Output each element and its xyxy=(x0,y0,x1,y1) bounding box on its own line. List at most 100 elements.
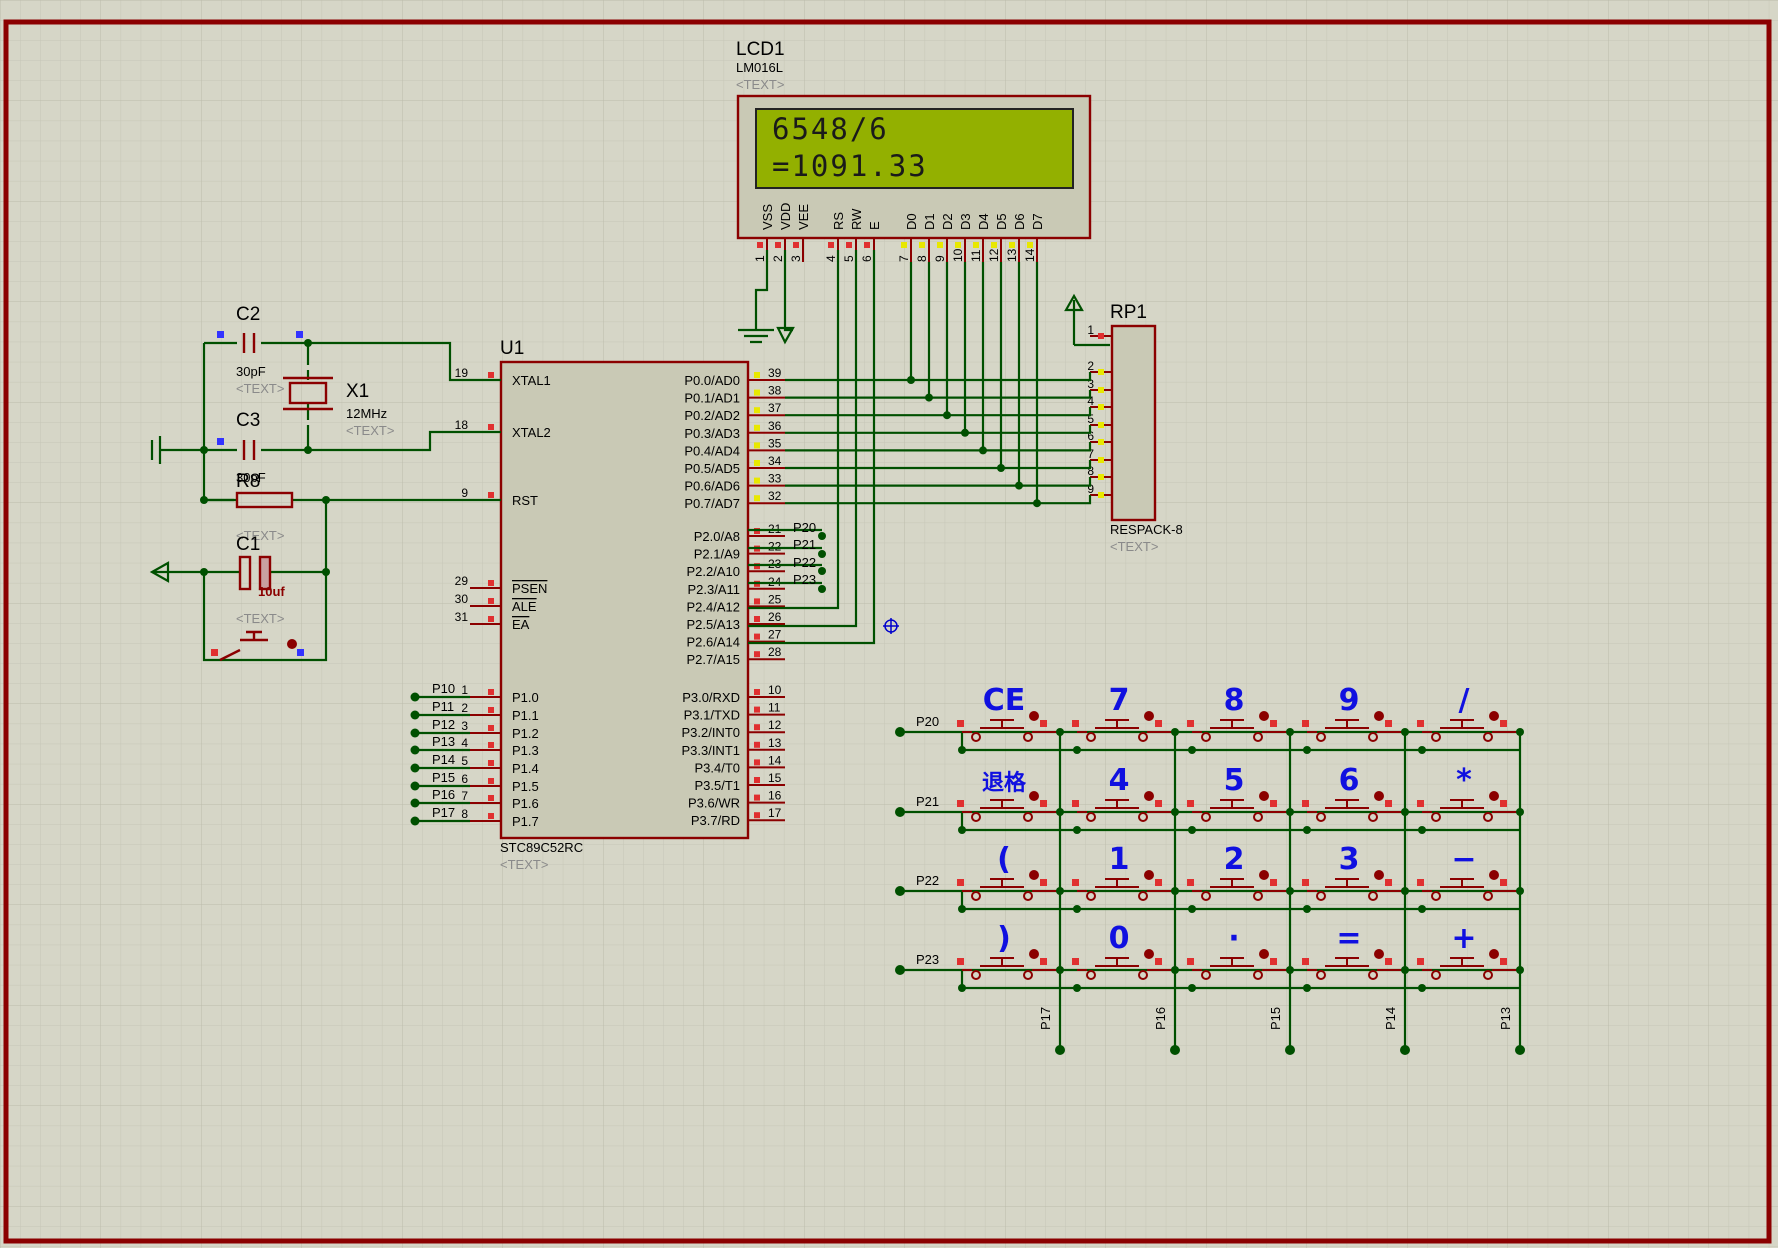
keypad-key[interactable]: 3 xyxy=(1302,842,1409,913)
keypad-key-label: 7 xyxy=(1109,683,1130,718)
mcu-pin-name: P1.1 xyxy=(512,708,539,723)
lcd-pin-number: 6 xyxy=(860,255,874,262)
c2-text: <TEXT> xyxy=(236,381,284,396)
mcu-pin-number: 31 xyxy=(455,610,469,624)
mcu-pin-name: P1.0 xyxy=(512,690,539,705)
keypad-key-label: ( xyxy=(997,842,1011,877)
keypad-row-net: P20 xyxy=(916,714,939,729)
keypad-key[interactable]: 退格 xyxy=(957,770,1064,834)
lcd-pin-name: VEE xyxy=(796,204,811,230)
mcu-pin-number: 26 xyxy=(768,610,782,624)
keypad-key[interactable]: 8 xyxy=(1187,683,1294,754)
keypad-key[interactable]: 1 xyxy=(1072,842,1179,913)
keypad-key[interactable]: CE xyxy=(957,683,1064,754)
keypad-key-label: 0 xyxy=(1109,921,1130,956)
mcu-pin-name: P1.2 xyxy=(512,726,539,741)
cursor-crosshair xyxy=(884,619,898,633)
mcu-pin-number: 36 xyxy=(768,419,782,433)
keypad-key[interactable]: ) xyxy=(957,921,1064,992)
lcd-pin-number: 9 xyxy=(933,255,947,262)
mcu-pin-name: P0.7/AD7 xyxy=(684,496,740,511)
mcu-pin-number: 17 xyxy=(768,806,782,820)
rpack-pin-number: 6 xyxy=(1087,429,1094,443)
lcd-model: LM016L xyxy=(736,60,783,75)
net-p20-mcu: P20 xyxy=(793,520,816,535)
mcu-pin-number: 1 xyxy=(461,683,468,697)
keypad-key-label: − xyxy=(1451,842,1476,877)
mcu-pin-number: 15 xyxy=(768,771,782,785)
rpack-pin-number: 3 xyxy=(1087,377,1094,391)
keypad-key[interactable]: ( xyxy=(957,842,1064,913)
lcd-line-2: =1091.33 xyxy=(772,149,928,183)
mcu-pin-name: P2.2/A10 xyxy=(687,564,741,579)
mcu-pin-number: 3 xyxy=(461,719,468,733)
mcu-pin-number: 9 xyxy=(461,486,468,500)
p1-net-label: P10 xyxy=(432,681,455,696)
keypad-key[interactable]: + xyxy=(1417,921,1524,992)
mcu-pin-name: P0.5/AD5 xyxy=(684,461,740,476)
c1-ref: C1 xyxy=(236,534,260,555)
rpack-pin-number: 7 xyxy=(1087,447,1094,461)
keypad-key[interactable]: 9 xyxy=(1302,683,1409,754)
lcd-component[interactable]: LCD1 LM016L <TEXT> 6548/6 =1091.33 VSS1V… xyxy=(736,39,1092,262)
mcu-pin-name: P2.0/A8 xyxy=(694,529,740,544)
lcd-pin-name: D2 xyxy=(940,213,955,230)
keypad-key-label: / xyxy=(1459,683,1470,718)
c3-ref: C3 xyxy=(236,410,260,431)
mcu-pin-number: 8 xyxy=(461,807,468,821)
mcu-pin-number: 25 xyxy=(768,592,782,606)
keypad-row-net: P22 xyxy=(916,873,939,888)
keypad-key-label: CE xyxy=(983,683,1026,718)
mcu-pin-name: P2.1/A9 xyxy=(694,547,740,562)
lcd-ref: LCD1 xyxy=(736,39,785,60)
lcd-pin-name: RW xyxy=(849,208,864,230)
keypad-key[interactable]: 7 xyxy=(1072,683,1179,754)
keypad-key-label: ) xyxy=(997,921,1011,956)
x1-ref: X1 xyxy=(346,381,369,402)
mcu-pin-name: P0.4/AD4 xyxy=(684,443,740,458)
mcu-body xyxy=(499,360,750,840)
mcu-pin-number: 39 xyxy=(768,366,782,380)
lcd-pin-number: 7 xyxy=(897,255,911,262)
oscillator-circuit[interactable]: C2 30pF <TEXT> C3 30pF X1 12MHz <TEXT> xyxy=(150,304,501,504)
keypad-key-label: 5 xyxy=(1224,763,1245,798)
keypad-col-net: P15 xyxy=(1268,1007,1283,1030)
keypad-key-label: 2 xyxy=(1224,842,1245,877)
mcu-pin-number: 12 xyxy=(768,718,782,732)
keypad-key[interactable]: 0 xyxy=(1072,921,1179,992)
lcd-pin-name: RS xyxy=(831,212,846,230)
mcu-pin-name: P3.5/T1 xyxy=(694,778,740,793)
mcu-pin-name: XTAL1 xyxy=(512,373,551,388)
lcd-pin-number: 10 xyxy=(951,248,965,262)
mcu-pin-name: P0.1/AD1 xyxy=(684,391,740,406)
rpack-pin-number: 8 xyxy=(1087,464,1094,478)
rpack-pin-number: 9 xyxy=(1087,482,1094,496)
keypad-key[interactable]: / xyxy=(1417,683,1524,754)
keypad-key[interactable]: 2 xyxy=(1187,842,1294,913)
reset-circuit[interactable]: R8 <TEXT> C1 10uf <TEXT> xyxy=(149,471,501,662)
lcd-pin-name: D3 xyxy=(958,213,973,230)
keypad-key[interactable]: 6 xyxy=(1302,763,1409,834)
keypad-key[interactable]: 5 xyxy=(1187,763,1294,834)
keypad-key[interactable]: · xyxy=(1187,921,1294,992)
rpack-pin-number: 2 xyxy=(1087,359,1094,373)
keypad-key[interactable]: 4 xyxy=(1072,763,1179,834)
keypad-key-label: 9 xyxy=(1339,683,1360,718)
keypad-key-label: + xyxy=(1451,921,1476,956)
r8-ref: R8 xyxy=(236,471,260,492)
keypad-row-net: P23 xyxy=(916,952,939,967)
lcd-line-1: 6548/6 xyxy=(772,112,889,146)
keypad-key[interactable]: * xyxy=(1417,763,1524,834)
keypad-key[interactable]: − xyxy=(1417,842,1524,913)
mcu-pin-number: 19 xyxy=(455,366,469,380)
mcu-pin-name: XTAL2 xyxy=(512,425,551,440)
keypad-key[interactable]: = xyxy=(1302,921,1409,992)
rpack-model: RESPACK-8 xyxy=(1110,522,1183,537)
lcd-pin-name: D5 xyxy=(994,213,1009,230)
rpack-pin-number: 4 xyxy=(1087,394,1094,408)
